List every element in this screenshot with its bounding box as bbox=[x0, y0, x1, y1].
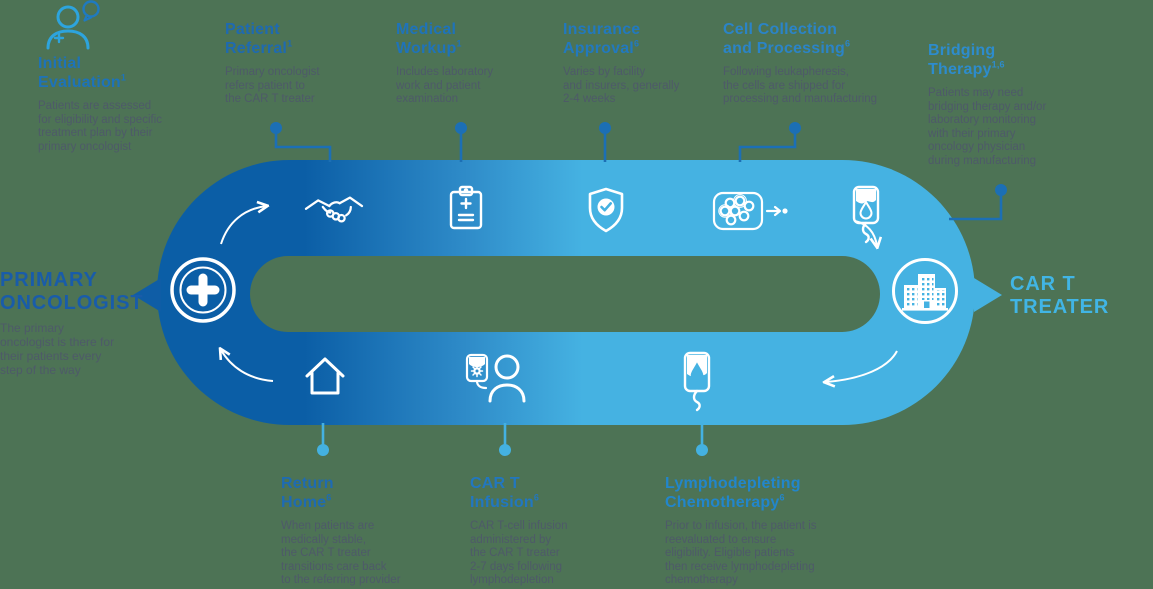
station-bridging-therapy: Bridging Therapy1,6 Patients may need br… bbox=[928, 41, 1046, 168]
station-body: Prior to infusion, the patient is reeval… bbox=[665, 520, 817, 586]
patient-consult-icon bbox=[42, 0, 102, 52]
flow-arrow-bottom-right bbox=[826, 350, 898, 382]
endpoint-title: PRIMARY ONCOLOGIST bbox=[0, 269, 144, 314]
iv-bag-drop-icon bbox=[682, 351, 712, 412]
infusion-patient-icon bbox=[465, 352, 527, 403]
journey-loop-hole bbox=[250, 256, 880, 332]
flow-arrows bbox=[220, 206, 898, 382]
clipboard-plus-icon bbox=[448, 185, 484, 231]
car-t-treater-label: CAR T TREATER bbox=[1010, 273, 1109, 319]
station-body: Patients may need bridging therapy and/o… bbox=[928, 87, 1047, 167]
shield-check-icon bbox=[587, 187, 625, 233]
top-connector-lines bbox=[274, 133, 1003, 221]
station-insurance-approval: Insurance Approval6 Varies by facility a… bbox=[563, 20, 679, 107]
station-title: CAR T Infusion6 bbox=[470, 475, 540, 511]
station-car-t-infusion: CAR T Infusion6 CAR T-cell infusion admi… bbox=[470, 474, 568, 588]
station-body: Patients are assessed for eligibility an… bbox=[38, 100, 163, 153]
station-medical-workup: Medical Workup1 Includes laboratory work… bbox=[396, 20, 493, 107]
station-title: Bridging Therapy1,6 bbox=[928, 42, 1005, 78]
station-initial-evaluation: Initial Evaluation1 Patients are assesse… bbox=[38, 54, 162, 154]
station-title: Insurance Approval6 bbox=[563, 21, 641, 57]
medical-cross-icon bbox=[169, 256, 237, 324]
station-patient-referral: Patient Referral1 Primary oncologist ref… bbox=[225, 20, 320, 107]
flow-arrow-top-right bbox=[854, 220, 877, 246]
station-title: Lymphodepleting Chemotherapy6 bbox=[665, 475, 801, 511]
house-icon bbox=[303, 355, 347, 397]
endpoint-title: CAR T TREATER bbox=[1010, 273, 1110, 318]
handshake-icon bbox=[304, 192, 364, 235]
station-body: Varies by facility and insurers, general… bbox=[563, 66, 680, 105]
station-cell-collection-processing: Cell Collection and Processing6 Followin… bbox=[723, 20, 877, 107]
flow-arrow-bottom-left bbox=[221, 350, 274, 382]
station-body: Following leukapheresis, the cells are s… bbox=[723, 66, 878, 105]
pointer-left-triangle bbox=[133, 278, 161, 312]
pointer-right-triangle bbox=[974, 278, 1002, 312]
station-title: Medical Workup1 bbox=[396, 21, 462, 57]
station-return-home: Return Home6 When patients are medically… bbox=[281, 474, 401, 588]
top-connector-dots bbox=[270, 122, 1007, 196]
station-body: CAR T-cell infusion administered by the … bbox=[470, 520, 568, 586]
cell-processing-icon bbox=[712, 188, 788, 234]
endpoint-body: The primary oncologist is there for thei… bbox=[0, 321, 115, 377]
bottom-connector-lines bbox=[321, 423, 704, 445]
station-body: Primary oncologist refers patient to the… bbox=[225, 66, 320, 105]
flow-arrow-top-left bbox=[220, 206, 266, 245]
station-body: When patients are medically stable, the … bbox=[281, 520, 401, 586]
station-title: Initial Evaluation1 bbox=[38, 55, 127, 91]
iv-bag-icon bbox=[851, 185, 881, 244]
bottom-connector-dots bbox=[317, 444, 708, 456]
primary-oncologist-label: PRIMARY ONCOLOGIST The primary oncologis… bbox=[0, 269, 143, 377]
station-lymphodepleting-chemotherapy: Lymphodepleting Chemotherapy6 Prior to i… bbox=[665, 474, 817, 588]
station-body: Includes laboratory work and patient exa… bbox=[396, 66, 494, 105]
station-title: Cell Collection and Processing6 bbox=[723, 21, 851, 57]
hospital-icon bbox=[891, 257, 959, 325]
station-title: Patient Referral1 bbox=[225, 21, 293, 57]
station-title: Return Home6 bbox=[281, 475, 334, 511]
